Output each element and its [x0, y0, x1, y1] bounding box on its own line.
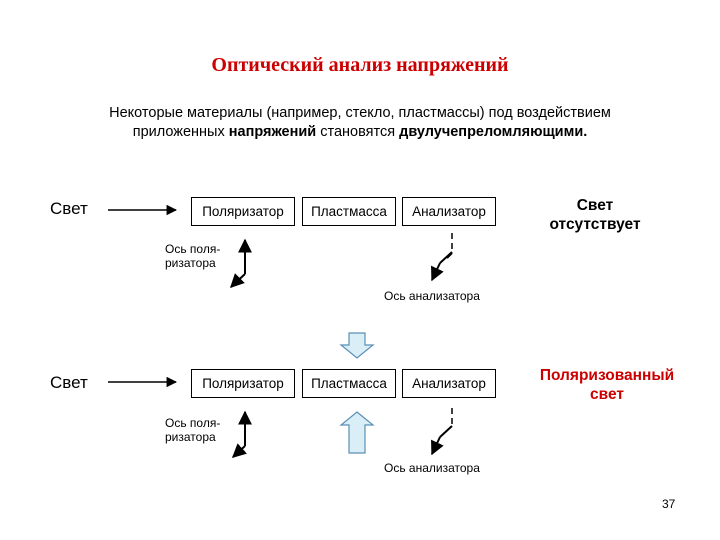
- intro-line-2: приложенных напряжений становятся двулуч…: [60, 123, 660, 142]
- analyzer-axis-icon-1: [431, 233, 453, 282]
- polarizer-axis-icon-2: [231, 410, 252, 458]
- light-label-1: Свет: [50, 199, 88, 218]
- intro-line-2-part-1: приложенных: [132, 124, 229, 140]
- result-2-line-1: Поляризованный: [539, 367, 675, 384]
- result-polarized-light: Поляризованный свет: [522, 366, 692, 404]
- page-number: 37: [662, 497, 676, 511]
- plastic-box-2: Пластмасса: [302, 369, 396, 398]
- intro-bold-stresses: напряжений: [228, 124, 317, 140]
- intro-bold-birefringent: двулучепреломляющими.: [399, 124, 588, 140]
- polarizer-axis-icon-1: [230, 238, 252, 288]
- light-label-2: Свет: [50, 373, 88, 392]
- polarizer-axis-label-2: Ось поля- ризатора: [165, 416, 220, 444]
- polarizer-axis-label-1: Ось поля- ризатора: [165, 242, 220, 270]
- polarizer-axis-label-2-line-1: Ось поля-: [165, 416, 221, 430]
- intro-line-2-part-2: становятся: [316, 124, 400, 140]
- polarizer-axis-label-1-line-1: Ось поля-: [165, 242, 221, 256]
- intro-text: Некоторые материалы (например, стекло, п…: [60, 104, 660, 142]
- page-title: Оптический анализ напряжений: [211, 54, 509, 76]
- analyzer-box-1: Анализатор: [402, 197, 496, 226]
- analyzer-axis-icon-2: [431, 408, 453, 456]
- result-2-line-2: свет: [590, 386, 624, 403]
- down-block-arrow: [339, 332, 375, 359]
- up-block-arrow: [339, 411, 375, 454]
- polarizer-axis-label-2-line-2: ризатора: [165, 430, 216, 444]
- intro-line-1: Некоторые материалы (например, стекло, п…: [109, 105, 611, 121]
- analyzer-box-2: Анализатор: [402, 369, 496, 398]
- result-1-line-2: отсутствует: [549, 216, 641, 233]
- polarizer-box-2: Поляризатор: [191, 369, 295, 398]
- polarizer-axis-label-1-line-2: ризатора: [165, 256, 216, 270]
- analyzer-axis-label-1: Ось анализатора: [384, 289, 480, 303]
- polarizer-box-1: Поляризатор: [191, 197, 295, 226]
- result-no-light: Свет отсутствует: [520, 196, 670, 234]
- plastic-box-1: Пластмасса: [302, 197, 396, 226]
- analyzer-axis-label-2: Ось анализатора: [384, 461, 480, 475]
- result-1-line-1: Свет: [576, 197, 614, 214]
